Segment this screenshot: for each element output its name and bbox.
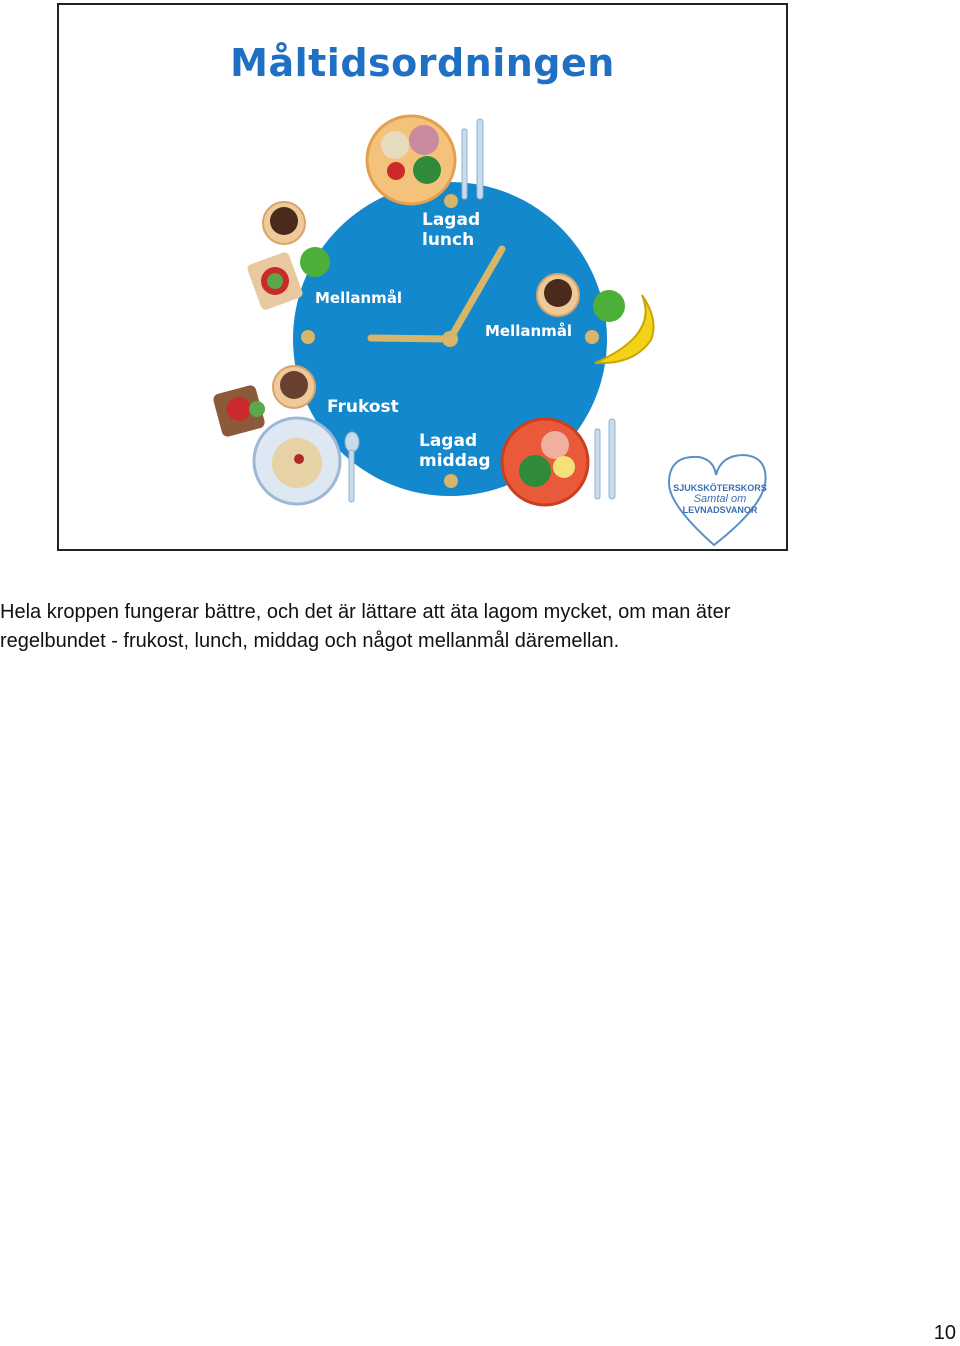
coffee-cup-icon: [272, 365, 316, 409]
label-snack-right: Mellanmål: [485, 322, 573, 340]
minute-hand: [446, 245, 506, 343]
caption-line1: Hela kroppen fungerar bättre, och det är…: [0, 601, 731, 623]
coffee-cup-icon: [262, 201, 306, 245]
fork-knife-icon: [594, 418, 616, 500]
logo-heart-icon: [667, 453, 767, 547]
label-snack-left: Mellanmål: [315, 289, 403, 307]
sandwich-icon: [213, 385, 265, 437]
logo-line1: SJUKSKÖTERSKORS: [673, 483, 767, 493]
logo-line2: Samtal om: [693, 493, 747, 505]
page-number: 10: [933, 1322, 956, 1344]
label-breakfast: Frukost: [327, 397, 399, 417]
label-lunch-line1: Lagad: [422, 210, 481, 230]
label-dinner-line1: Lagad: [419, 431, 478, 451]
apple-icon: [300, 247, 330, 277]
label-dinner-line2: middag: [419, 451, 491, 471]
hour-hand: [367, 334, 454, 343]
breakfast-plate-icon: [252, 416, 342, 506]
clock-hour-dots: [301, 194, 599, 488]
sandwich-icon: [247, 252, 303, 310]
clock-hands: [367, 245, 506, 343]
meal-clock-illustration: [213, 114, 767, 547]
spoon-icon: [344, 431, 360, 503]
lunch-plate-icon: [365, 114, 457, 206]
dinner-plate-icon: [500, 417, 590, 507]
slide-title: Måltidsordningen: [230, 41, 615, 85]
coffee-cup-icon: [536, 273, 580, 317]
logo-line3: LEVNADSVANOR: [682, 505, 758, 515]
slide: Måltidsordningen: [57, 3, 788, 551]
clock-center: [442, 331, 458, 347]
label-lunch-line2: lunch: [422, 230, 475, 250]
apple-icon: [593, 290, 625, 322]
logo: SJUKSKÖTERSKORS Samtal om LEVNADSVANOR: [667, 483, 773, 515]
banana-icon: [594, 294, 655, 365]
caption-line2: regelbundet - frukost, lunch, middag och…: [0, 630, 620, 652]
fork-knife-icon: [461, 118, 484, 200]
slide-caption: Hela kroppen fungerar bättre, och det är…: [0, 598, 960, 656]
